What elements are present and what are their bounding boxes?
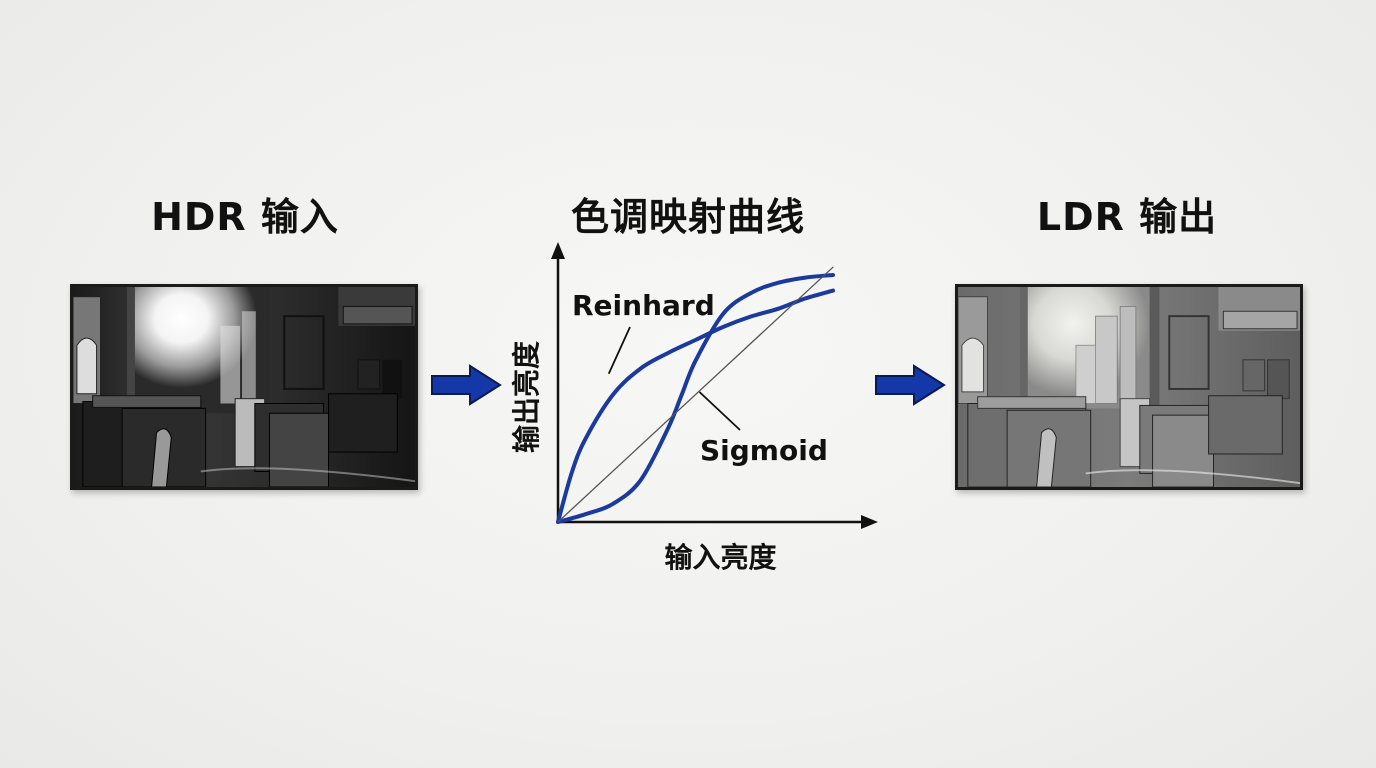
reinhard-annotation: Reinhard bbox=[572, 289, 715, 322]
ldr-output-title: LDR 输出 bbox=[1036, 195, 1218, 239]
sigmoid-annotation: Sigmoid bbox=[700, 434, 828, 467]
y-axis-arrowhead bbox=[551, 242, 565, 259]
series-reinhard-line bbox=[556, 288, 835, 524]
identity-line bbox=[557, 266, 834, 523]
x-axis-label: 输入亮度 bbox=[664, 541, 776, 574]
series-sigmoid-line bbox=[556, 273, 835, 524]
sigmoid-leader-line bbox=[698, 391, 741, 431]
y-axis-label: 输出亮度 bbox=[510, 341, 543, 453]
tone-mapping-curve-title: 色调映射曲线 bbox=[570, 195, 805, 239]
hdr-input-image bbox=[70, 284, 418, 490]
arrow-right-icon bbox=[875, 364, 946, 406]
x-axis-arrowhead bbox=[861, 515, 878, 529]
reinhard-leader-line bbox=[607, 326, 631, 375]
hdr-input-title: HDR 输入 bbox=[151, 195, 339, 239]
chart-series-group bbox=[556, 266, 835, 524]
tone-mapping-chart: 输入亮度 输出亮度 Reinhard Sigmoid bbox=[510, 242, 878, 574]
ldr-output-image bbox=[955, 284, 1303, 490]
arrow-right-icon bbox=[431, 364, 502, 406]
